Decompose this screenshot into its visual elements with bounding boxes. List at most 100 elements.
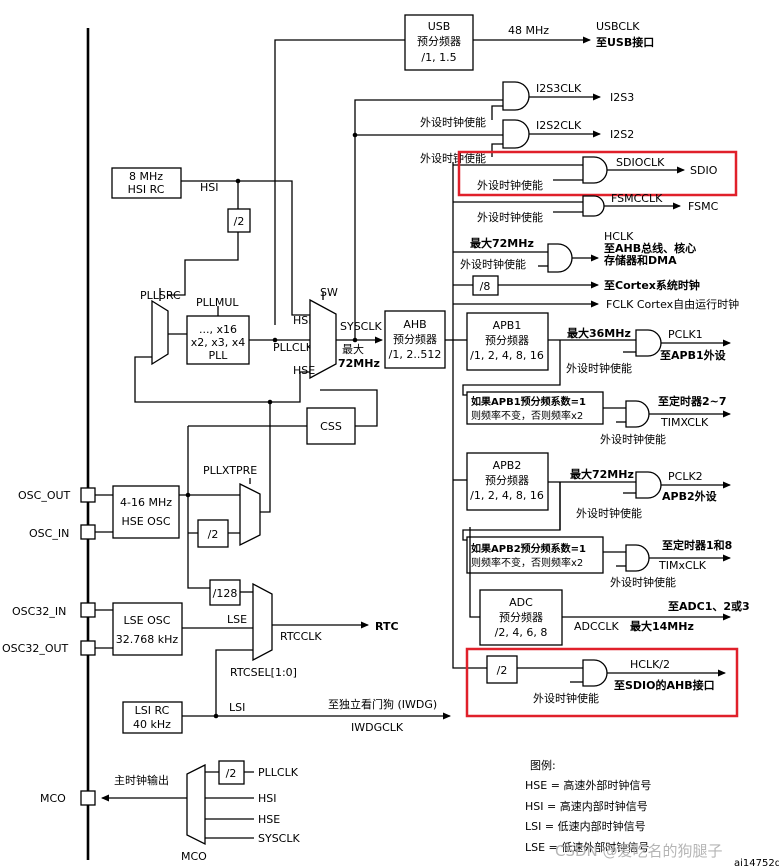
hse-osc-group: OSC_OUT OSC_IN 4-16 MHz HSE OSC /2 PLLXT… — [18, 356, 310, 589]
hse-to-div128-line — [187, 495, 210, 589]
apb2-tim-enable-label: 外设时钟使能 — [610, 575, 676, 589]
hclk-name: HCLK — [604, 230, 634, 243]
hsi-line-label: HSI — [200, 181, 219, 194]
usb-prescaler-label: 预分频器 — [417, 34, 461, 48]
sysclk-max2: 72MHz — [338, 357, 380, 370]
hclk2-div2-label: /2 — [497, 664, 508, 677]
timxclk2-label: TIMxCLK — [658, 559, 707, 572]
apb1-max: 最大36MHz — [567, 326, 631, 340]
hclk-and-gate — [547, 243, 573, 273]
apb1-dest: 至APB1外设 — [660, 348, 727, 362]
apb2-prescaler-box — [466, 452, 549, 511]
apb1-prescaler-label: 预分频器 — [485, 333, 529, 347]
apb1-to-tim-line — [462, 340, 561, 396]
pll-group: PLLSRC PLLMUL ..., x16 x2, x3, x4 PLL PL… — [140, 288, 314, 366]
i2s2-gate-group: I2S2CLK I2S2 外设时钟使能 — [420, 119, 634, 165]
hclk-dest-1: 至AHB总线、核心 — [604, 241, 696, 255]
ahb-prescaler-box — [384, 310, 446, 369]
hsi-div2-label: /2 — [234, 215, 245, 228]
usb-input-line — [274, 39, 405, 325]
i2s2-out-label: I2S2 — [610, 128, 634, 141]
pllmul-label: PLLMUL — [196, 296, 239, 309]
lsi-to-rtcsel-line — [215, 649, 253, 716]
apb2-condition-1: 如果APB2预分频系数=1 — [471, 542, 586, 555]
adc-prescaler-label: 预分频器 — [499, 610, 543, 624]
i2s2-and-gate — [502, 119, 530, 149]
osc-in-pin-label: OSC_IN — [29, 527, 69, 540]
usb-clk-label: USBCLK — [596, 20, 640, 33]
fsmc-enable-label: 外设时钟使能 — [477, 210, 543, 224]
timx-and-gate — [625, 400, 650, 428]
usb-name: USB — [428, 20, 451, 33]
timxclk2-and-gate — [625, 544, 650, 572]
i2s3-enable-line — [491, 105, 503, 120]
mco-pllclk-label: PLLCLK — [258, 766, 299, 779]
sdio-gate-group: SDIOCLK SDIO 外设时钟使能 — [477, 156, 718, 192]
sdio-highlight-box — [457, 150, 738, 197]
hsi-to-sw-line — [181, 180, 310, 316]
sw-mux — [309, 298, 337, 380]
apb2-group: APB2 预分频器 /1, 2, 4, 8, 16 最大72MHz PCLK2 … — [453, 452, 732, 589]
hse-div2-label: /2 — [208, 528, 219, 541]
sw-hsi-label: HSI — [293, 314, 312, 327]
mco-pin — [80, 790, 96, 806]
fsmc-clk-label: FSMCCLK — [611, 192, 663, 205]
hclk2-dest: 至SDIO的AHB接口 — [614, 678, 715, 692]
legend-lsi: LSI = 低速内部时钟信号 — [525, 819, 646, 833]
osc-out-pin — [80, 487, 96, 503]
cortex-divider-group: /8 至Cortex系统时钟 — [453, 275, 700, 296]
hclk2-highlight-box — [465, 647, 739, 718]
adc-ratio: /2, 4, 6, 8 — [495, 626, 548, 639]
hsi-name: HSI RC — [128, 183, 165, 196]
apb2-timer-condition-box — [466, 536, 604, 574]
hclk-gate-group: 最大72MHz HCLK 至AHB总线、核心 存储器和DMA 外设时钟使能 — [453, 230, 696, 273]
i2s2-enable-line — [491, 143, 503, 157]
junction-dot — [352, 337, 358, 343]
lse-div128-label: /128 — [213, 587, 238, 600]
hclk2-enable-label: 外设时钟使能 — [533, 691, 599, 705]
css-feedback-line — [320, 389, 378, 427]
apb1-timer-condition-box — [466, 391, 604, 425]
legend-title: 图例: — [530, 758, 556, 772]
i2s3-gate-group: I2S3CLK I2S3 外设时钟使能 — [420, 81, 634, 129]
osc-out-pin-label: OSC_OUT — [18, 489, 71, 502]
hclk-max: 最大72MHz — [470, 236, 534, 250]
usb-freq: 48 MHz — [508, 24, 549, 37]
mco-mux-label: MCO — [181, 850, 207, 863]
apb1-enable-label: 外设时钟使能 — [566, 361, 632, 375]
fsmc-out-label: FSMC — [688, 200, 719, 213]
hsi-div2-to-pllsrc-line — [168, 232, 239, 296]
hse-osc-box — [112, 485, 180, 539]
sdio-clk-label: SDIOCLK — [616, 156, 665, 169]
mco-group: MCO 主时钟输出 MCO /2 PLLCLK HSI HSE SYSCLK — [40, 760, 300, 863]
sdio-enable-label: 外设时钟使能 — [477, 178, 543, 192]
lsi-freq: 40 kHz — [133, 718, 171, 731]
adc-max: 最大14MHz — [630, 619, 694, 633]
rtc-label: RTC — [375, 620, 399, 633]
cortex-dest: 至Cortex系统时钟 — [604, 278, 700, 292]
mco-sysclk-label: SYSCLK — [258, 832, 300, 845]
osc32-out-pin-label: OSC32_OUT — [2, 642, 69, 655]
timxclk-label: TIMXCLK — [660, 416, 709, 429]
rtcsel-mux — [252, 582, 273, 662]
watermark: CSDN @爱吃名的狗腿子 — [555, 842, 723, 860]
apb2-enable-label: 外设时钟使能 — [576, 506, 642, 520]
lse-line-label: LSE — [227, 613, 247, 626]
i2s3-and-gate — [502, 81, 530, 111]
i2s3-enable-label: 外设时钟使能 — [420, 115, 486, 129]
sw-label: SW — [320, 286, 338, 299]
css-group: CSS — [188, 389, 378, 445]
apb1-condition-2: 则频率不变，否则频率x2 — [471, 409, 583, 422]
mco-div2-label: /2 — [226, 767, 237, 780]
usb-prescaler-box — [404, 14, 474, 71]
pclk2-label: PCLK2 — [668, 470, 703, 483]
hsi-div2-box — [227, 208, 251, 233]
adc-group: ADC 预分频器 /2, 4, 6, 8 至ADC1、2或3 ADCCLK 最大… — [469, 482, 750, 646]
pll-mul-line1: ..., x16 — [199, 323, 237, 336]
usb-dest: 至USB接口 — [596, 35, 654, 49]
sw-mux-group: SW HSI HSE SYSCLK 最大 72MHz — [293, 286, 383, 380]
apb2-max: 最大72MHz — [570, 467, 634, 481]
ahb-name: AHB — [403, 318, 426, 331]
adcclk-label: ADCCLK — [574, 620, 619, 633]
